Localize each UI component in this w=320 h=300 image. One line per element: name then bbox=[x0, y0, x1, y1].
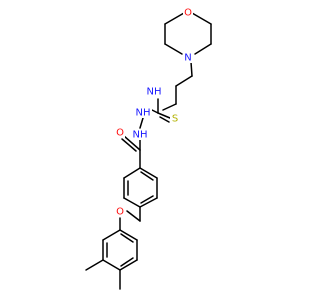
molecule-diagram: O N NH S NH NH O O bbox=[85, 7, 212, 290]
bond bbox=[139, 197, 158, 208]
bond bbox=[102, 259, 121, 271]
thio-sulfur-label: S bbox=[172, 114, 178, 125]
bond bbox=[159, 116, 170, 123]
bond bbox=[123, 197, 141, 208]
atom-label-bg bbox=[183, 7, 193, 18]
bond bbox=[123, 135, 141, 151]
morpholine-nitrogen-label: N bbox=[184, 53, 191, 64]
bond bbox=[190, 61, 193, 77]
atom-label-bg bbox=[145, 86, 163, 97]
bond bbox=[120, 233, 134, 243]
atom-label-layer: O N NH S NH NH O O bbox=[115, 7, 193, 218]
bond bbox=[164, 43, 183, 55]
hydrazide-nh-upper-label: NH bbox=[136, 108, 151, 119]
atom-label-bg bbox=[115, 127, 125, 138]
atom-label-bg bbox=[115, 206, 125, 217]
carbonyl-oxygen-label: O bbox=[116, 128, 124, 139]
bond bbox=[194, 43, 212, 55]
atom-label-bg bbox=[131, 129, 149, 140]
bond bbox=[123, 167, 141, 179]
morpholine-oxygen-label: O bbox=[184, 8, 192, 19]
bond bbox=[85, 259, 104, 271]
bond bbox=[120, 257, 134, 267]
bond bbox=[139, 117, 144, 129]
bond bbox=[119, 229, 138, 241]
bond bbox=[191, 12, 212, 25]
bond bbox=[119, 259, 138, 271]
bond bbox=[175, 75, 193, 87]
hydrazide-nh-lower-label: NH bbox=[133, 130, 148, 141]
bond bbox=[102, 229, 121, 241]
structure-canvas: O N NH S NH NH O O bbox=[85, 7, 212, 290]
atom-label-bg bbox=[170, 113, 180, 124]
atom-label-bg bbox=[134, 107, 152, 118]
bond bbox=[164, 12, 185, 25]
bond bbox=[126, 210, 141, 222]
bond bbox=[162, 103, 177, 111]
bond bbox=[139, 167, 158, 179]
bond bbox=[140, 171, 154, 181]
atom-label-bg bbox=[183, 52, 193, 63]
amine-nh-label: NH bbox=[147, 87, 162, 98]
bond bbox=[121, 138, 137, 152]
bond bbox=[140, 195, 154, 204]
bond bbox=[157, 112, 171, 119]
ether-oxygen-label: O bbox=[116, 207, 124, 218]
